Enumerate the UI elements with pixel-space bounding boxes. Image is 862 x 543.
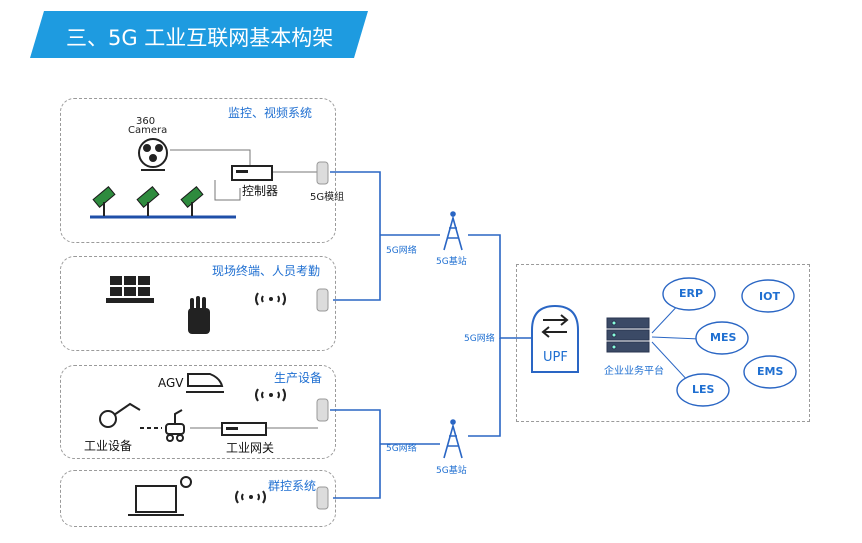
- robot-arm-icon: [99, 402, 141, 428]
- camera-icon: [138, 138, 168, 171]
- platform-label: 企业业务平台: [604, 366, 664, 377]
- base-station-label-1: 5G基站: [436, 257, 467, 267]
- monitoring-video-label: 监控、视频系统: [228, 106, 313, 120]
- module-label: 5G模组: [310, 192, 345, 203]
- iot-label: IOT: [759, 290, 780, 303]
- les-label: LES: [692, 383, 715, 396]
- mes-label: MES: [710, 331, 737, 344]
- banner-shape: [30, 11, 368, 58]
- module-cylinder: [316, 161, 329, 510]
- upf-label: UPF: [543, 350, 568, 365]
- group-control-label: 群控系统: [268, 479, 317, 493]
- laptop-icon: [128, 476, 192, 516]
- production-equipment-panel: [60, 365, 336, 459]
- gateway-label: 工业网关: [226, 441, 275, 455]
- network-label-1: 5G网络: [386, 246, 417, 256]
- base-station-icon: [443, 211, 463, 459]
- agv-label: AGV: [158, 376, 184, 390]
- enterprise-area: [516, 264, 810, 422]
- network-label-3: 5G网络: [386, 444, 417, 454]
- controller-label: 控制器: [242, 184, 279, 198]
- cloud-shapes: [662, 277, 797, 407]
- network-label-2: 5G网络: [464, 334, 495, 344]
- server-icon: [606, 317, 650, 353]
- field-terminal-panel: [60, 256, 336, 351]
- network-lines: [330, 171, 534, 499]
- terminal-label: 现场终端、人员考勤: [212, 264, 321, 278]
- page-title: 三、5G 工业互联网基本构架: [66, 26, 334, 50]
- equipment-label: 工业设备: [84, 439, 133, 453]
- section-banner: 三、5G 工业互联网基本构架: [30, 11, 368, 58]
- gateway-icon: [221, 422, 267, 436]
- agv-icon: [186, 373, 224, 393]
- ems-label: EMS: [757, 365, 784, 378]
- upf-icon: [531, 304, 579, 373]
- wifi-icon: [235, 292, 286, 504]
- rail-cameras: [90, 186, 236, 219]
- hand-scan-icon: [188, 296, 210, 334]
- controller-icon: [231, 165, 273, 181]
- monitoring-video-panel: [60, 98, 336, 243]
- production-label: 生产设备: [274, 371, 323, 385]
- camera-label-1: 360: [136, 116, 156, 127]
- camera-label-2: Camera: [128, 125, 168, 136]
- base-station-label-2: 5G基站: [436, 466, 467, 476]
- erp-label: ERP: [679, 287, 704, 300]
- terminal-icon: [106, 276, 154, 303]
- mobile-robot-icon: [165, 409, 185, 442]
